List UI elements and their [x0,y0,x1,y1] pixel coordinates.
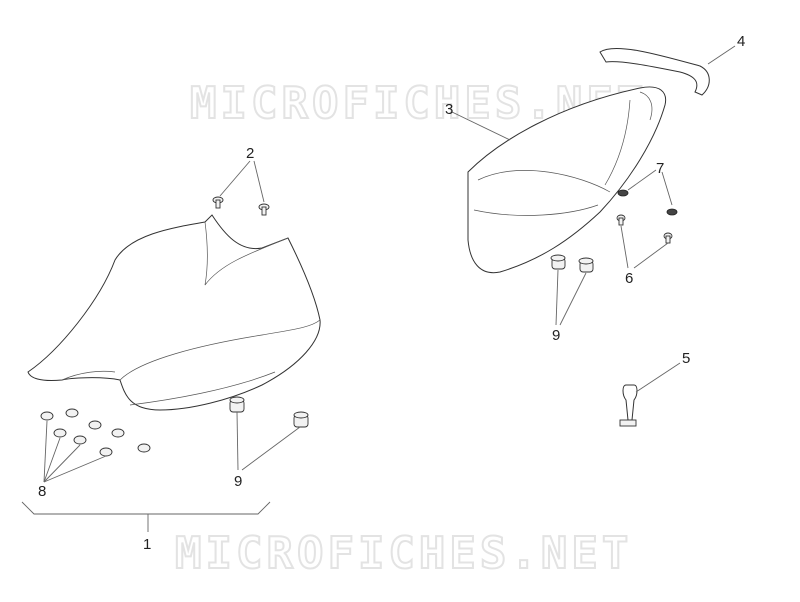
rider-seat [27,214,321,411]
callout-9-left: 9 [234,473,242,490]
grab-handle [599,47,710,96]
screw-item-2 [212,196,270,216]
callout-8: 8 [38,483,46,500]
callout-3: 3 [445,101,453,118]
callout-2: 2 [246,145,254,162]
washers-item-7 [617,189,678,216]
callout-6: 6 [625,270,633,287]
watermark-bottom: MICROFICHES.NET [175,528,632,579]
callout-9-right: 9 [552,327,560,344]
passenger-seat-cover [467,86,667,274]
callout-5: 5 [682,350,690,367]
screws-item-6 [616,214,673,244]
key-pin [619,384,638,427]
bumpers-item-9-left [229,396,309,428]
callout-4: 4 [737,33,745,50]
leader-lines [21,45,736,532]
callout-1: 1 [143,536,151,553]
callout-7: 7 [656,160,664,177]
bumpers-item-9-right [550,254,594,273]
nuts-item-8 [40,408,151,457]
